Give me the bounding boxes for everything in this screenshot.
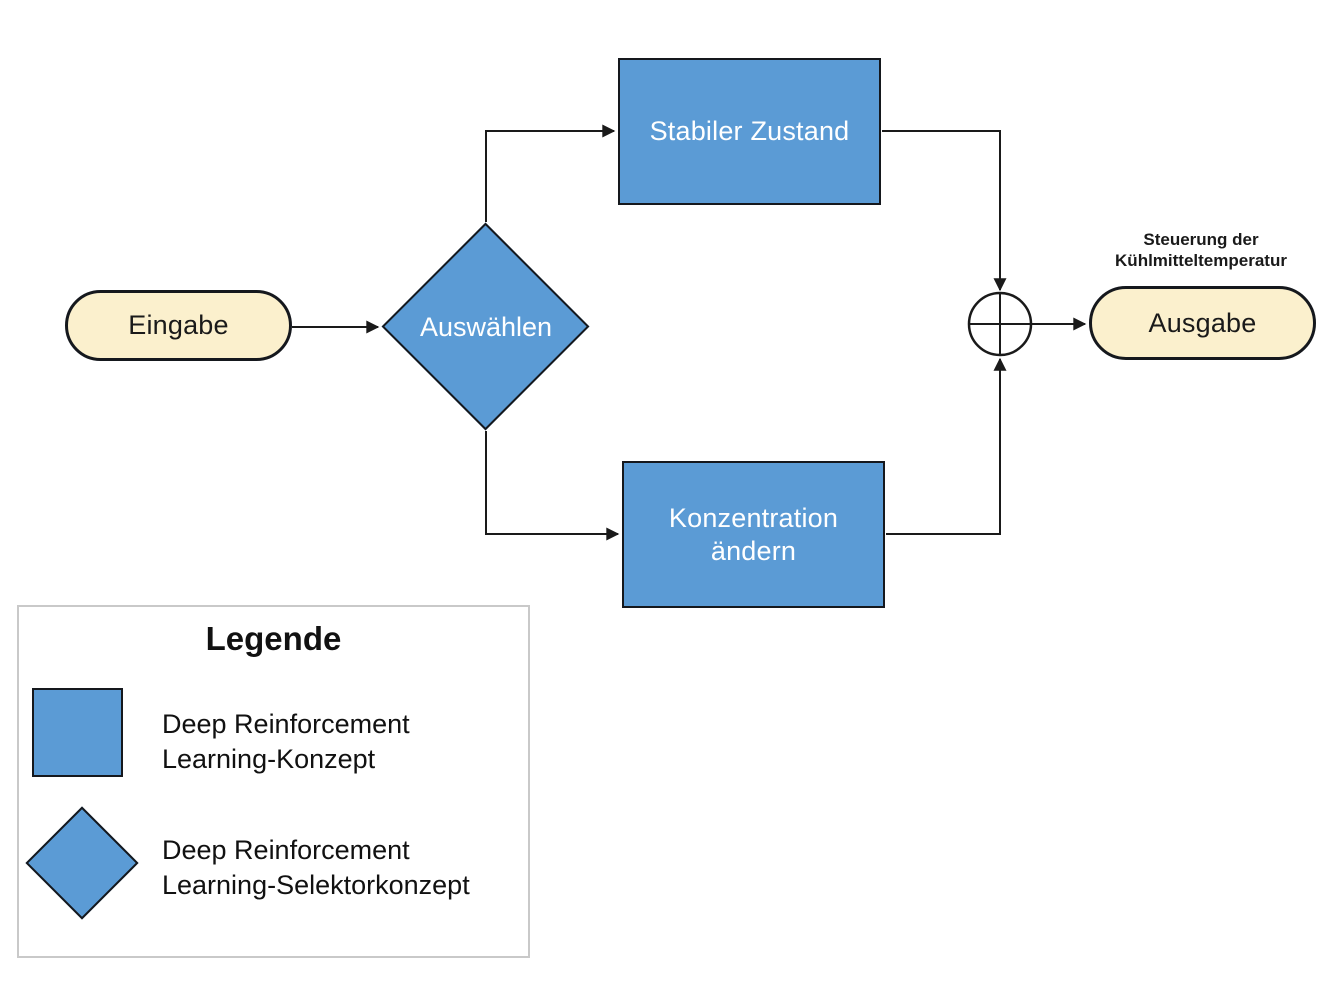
connector-konzentration-to-junction bbox=[886, 357, 1007, 535]
legend-item-label-konzept: Deep Reinforcement Learning-Konzept bbox=[162, 709, 410, 774]
legend-diamond-swatch-icon bbox=[25, 806, 139, 920]
legend-square-swatch-icon bbox=[32, 688, 123, 777]
sum-junction-icon bbox=[967, 291, 1033, 357]
connector-auswaehlen-to-stabiler-zustand bbox=[485, 124, 616, 222]
connector-stabiler-zustand-to-junction bbox=[882, 130, 1007, 292]
legend-item-label-selektorkonzept: Deep Reinforcement Learning-Selektorkonz… bbox=[162, 835, 470, 900]
output-annotation: Steuerung der Kühlmitteltemperatur bbox=[1115, 230, 1287, 270]
node-konzentration-aendern: Konzentration ändern bbox=[622, 461, 885, 608]
node-eingabe: Eingabe bbox=[65, 290, 292, 361]
legend-title: Legende bbox=[205, 620, 342, 657]
node-ausgabe-label: Ausgabe bbox=[1148, 307, 1257, 338]
node-stabiler-zustand: Stabiler Zustand bbox=[618, 58, 881, 205]
node-konzentration-aendern-label: Konzentration ändern bbox=[668, 502, 839, 566]
node-auswaehlen-label: Auswählen bbox=[419, 311, 553, 342]
connector-auswaehlen-to-konzentration bbox=[485, 431, 620, 541]
node-ausgabe: Ausgabe bbox=[1089, 286, 1316, 360]
legend-box: Legende Deep Reinforcement Learning-Konz… bbox=[17, 605, 530, 958]
node-stabiler-zustand-label: Stabiler Zustand bbox=[649, 116, 850, 147]
node-eingabe-label: Eingabe bbox=[128, 310, 229, 340]
